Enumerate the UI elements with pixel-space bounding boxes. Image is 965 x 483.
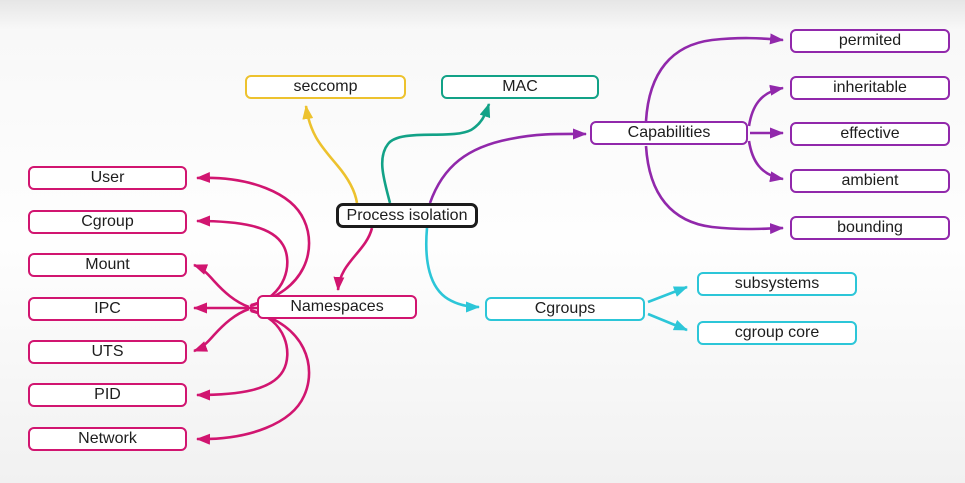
node-ipc[interactable]: IPC [28, 297, 187, 321]
node-ambient[interactable]: ambient [790, 169, 950, 193]
edge-capabilities-ambient [747, 140, 784, 183]
node-network[interactable]: Network [28, 427, 187, 451]
node-bounding[interactable]: bounding [790, 216, 950, 240]
edge-namespaces-uts [193, 307, 250, 353]
edge-namespaces-network [196, 309, 311, 445]
edge-process-isolation-capabilities [428, 128, 587, 204]
edge-capabilities-bounding [644, 145, 784, 235]
edge-process-isolation-namespaces [333, 227, 374, 291]
node-process-isolation-label: Process isolation [346, 206, 468, 224]
edge-namespaces-user [196, 172, 311, 307]
edge-namespaces-pid [196, 308, 289, 401]
node-pid-label: PID [94, 386, 121, 403]
node-namespaces-label: Namespaces [290, 298, 384, 315]
edge-process-isolation-mac [380, 103, 491, 204]
node-namespaces[interactable]: Namespaces [257, 295, 417, 319]
edge-process-isolation-cgroups [425, 227, 480, 313]
node-cgroup[interactable]: Cgroup [28, 210, 187, 234]
node-mount-label: Mount [85, 256, 130, 273]
node-network-label: Network [78, 430, 137, 447]
node-capabilities[interactable]: Capabilities [590, 121, 748, 145]
node-seccomp[interactable]: seccomp [245, 75, 406, 99]
node-ipc-label: IPC [94, 300, 121, 317]
edge-capabilities-permited [644, 33, 784, 122]
node-uts-label: UTS [91, 343, 124, 360]
node-inheritable[interactable]: inheritable [790, 76, 950, 100]
node-process-isolation[interactable]: Process isolation [336, 203, 478, 228]
node-uts[interactable]: UTS [28, 340, 187, 364]
node-user-label: User [90, 169, 125, 186]
edge-namespaces-mount [193, 263, 250, 309]
node-permited[interactable]: permited [790, 29, 950, 53]
node-ambient-label: ambient [841, 172, 899, 189]
node-subsystems[interactable]: subsystems [697, 272, 857, 296]
edge-capabilities-inheritable [747, 84, 784, 127]
node-subsystems-label: subsystems [734, 275, 820, 292]
edge-process-isolation-seccomp [302, 105, 359, 204]
node-mac-label: MAC [502, 78, 538, 95]
node-effective[interactable]: effective [790, 122, 950, 146]
node-cgroup-core-label: cgroup core [734, 324, 820, 341]
node-effective-label: effective [840, 125, 900, 142]
node-cgroups[interactable]: Cgroups [485, 297, 645, 321]
node-cgroup-core[interactable]: cgroup core [697, 321, 857, 345]
edge-cgroups-cgroup-core [647, 312, 688, 332]
node-mount[interactable]: Mount [28, 253, 187, 277]
node-pid[interactable]: PID [28, 383, 187, 407]
node-cgroup-label: Cgroup [81, 213, 134, 230]
node-mac[interactable]: MAC [441, 75, 599, 99]
node-inheritable-label: inheritable [833, 79, 907, 96]
edge-cgroups-subsystems [647, 285, 688, 304]
edge-namespaces-cgroup [196, 215, 289, 308]
node-permited-label: permited [838, 32, 902, 49]
node-cgroups-label: Cgroups [534, 300, 596, 317]
node-seccomp-label: seccomp [293, 78, 358, 95]
node-bounding-label: bounding [837, 219, 903, 236]
node-capabilities-label: Capabilities [627, 124, 711, 141]
node-user[interactable]: User [28, 166, 187, 190]
